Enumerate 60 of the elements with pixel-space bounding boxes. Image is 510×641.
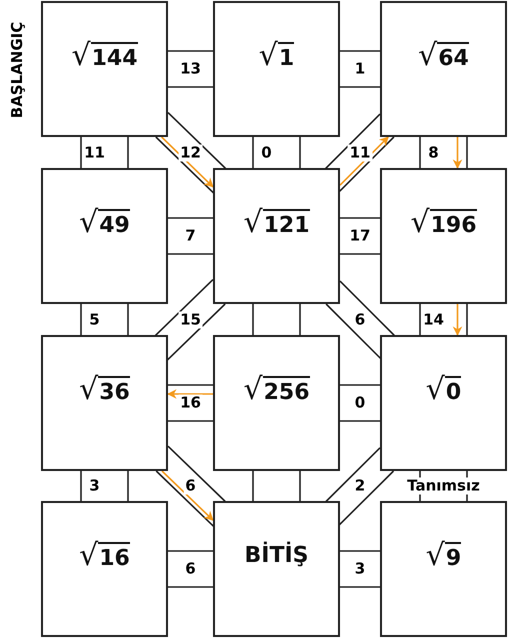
square-root-expression: √0 (426, 372, 462, 408)
bridge-strip (80, 470, 129, 502)
bridge-strip (154, 278, 226, 361)
number-box (213, 335, 340, 471)
number-box (213, 1, 340, 137)
square-root-expression: √16 (79, 538, 130, 574)
bridge-strip (326, 280, 395, 360)
bridge-strip (339, 550, 381, 588)
bridge-strip (156, 445, 226, 528)
bridge-strip (339, 384, 381, 422)
bridge-strip (339, 50, 381, 88)
edge-label: 6 (183, 478, 198, 494)
bridge-strip (325, 447, 394, 526)
edge-label: Tanımsız (405, 478, 482, 494)
bridge-strip (167, 384, 214, 422)
finish-label: BİTİŞ (244, 542, 308, 570)
edge-label: 12 (178, 144, 203, 161)
edge-label: 0 (259, 144, 274, 161)
edge-label: 15 (178, 311, 203, 328)
number-box (213, 501, 340, 637)
square-root-expression: √64 (418, 38, 469, 74)
square-root-expression: √36 (79, 372, 130, 408)
bridge-strip (167, 550, 214, 588)
square-root-expression: √144 (71, 38, 138, 74)
bridge-strip (80, 303, 129, 336)
edge-label: 11 (348, 144, 372, 161)
arrow (452, 304, 462, 336)
bridge-strip (167, 50, 214, 88)
square-root-expression: √1 (258, 38, 294, 74)
bridge-strip (167, 217, 214, 255)
square-root-expression: √121 (243, 204, 310, 242)
number-box (380, 1, 507, 137)
square-root-expression: √256 (243, 372, 310, 408)
number-box (41, 335, 168, 471)
arrow (161, 470, 214, 521)
number-box (41, 168, 168, 304)
square-root-expression: √49 (79, 204, 130, 242)
bridge-strip (80, 136, 129, 169)
bridge-strip (419, 303, 468, 336)
bridge-strip (339, 217, 381, 255)
number-box (41, 501, 168, 637)
edge-label: 5 (87, 311, 102, 328)
bridge-strip (155, 112, 226, 194)
number-box (380, 501, 507, 637)
square-root-expression: √196 (410, 204, 477, 242)
square-root-expression: √9 (426, 538, 462, 574)
arrow (161, 136, 214, 188)
start-label: BAŞLANGIÇ (8, 20, 26, 120)
bridge-strip (252, 470, 301, 502)
bridge-strip (325, 114, 395, 192)
edge-label: 6 (352, 311, 368, 328)
arrow (167, 389, 213, 399)
bridge-strip (419, 136, 468, 169)
number-box (380, 335, 507, 471)
number-box (213, 168, 340, 304)
bridge-strip (252, 136, 301, 169)
arrow (452, 137, 462, 169)
edge-label: 8 (426, 144, 441, 161)
bridge-strip (252, 303, 301, 336)
number-box (380, 168, 507, 304)
